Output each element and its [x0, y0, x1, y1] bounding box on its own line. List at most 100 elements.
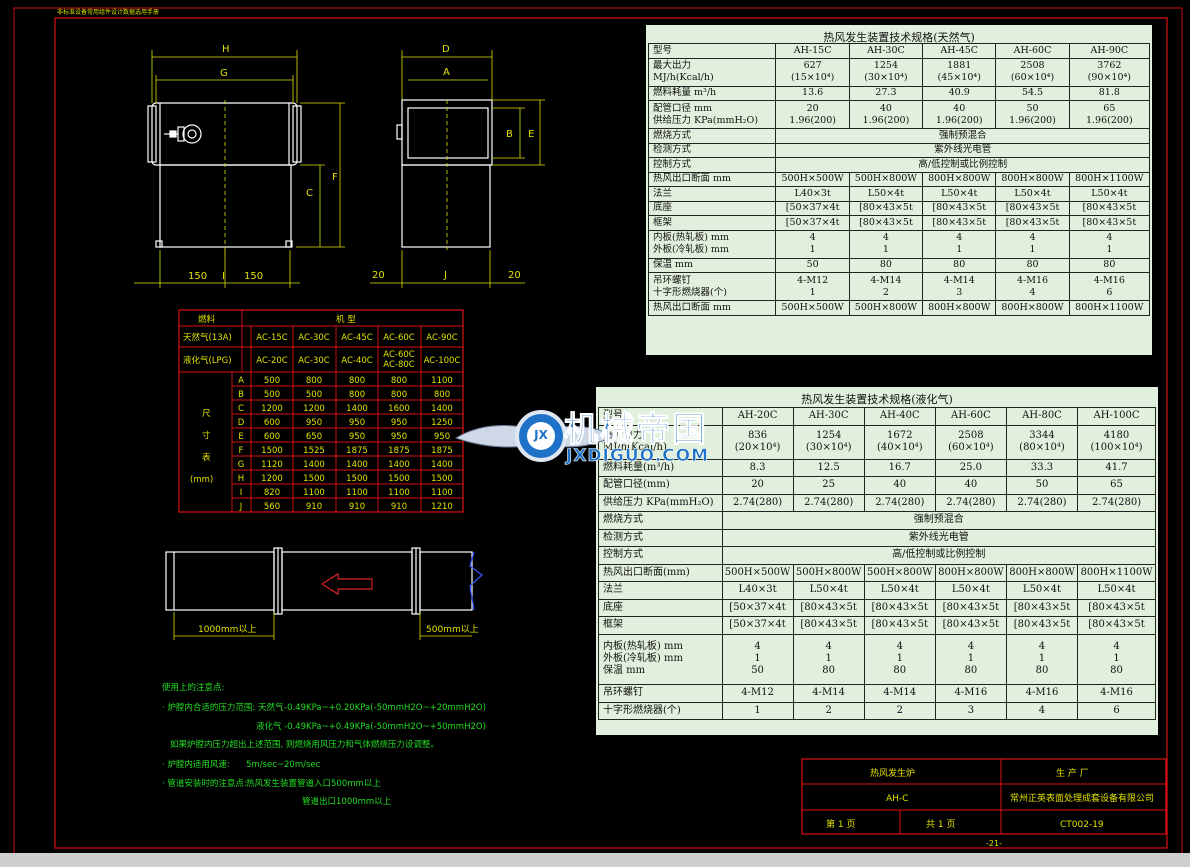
spec-cell: [80×43×5t	[1068, 215, 1151, 231]
spec-cell: 800H×800W	[934, 563, 1007, 582]
spec-cell: 40 1.96(200)	[848, 100, 924, 129]
spec-cell: 4 1 80	[792, 633, 865, 685]
spec-cell: 1672 (40×10⁴)	[863, 424, 936, 460]
note-2a: 液化气	[256, 721, 282, 732]
spec-row-label: 框架	[598, 616, 723, 635]
spec-model-cell: AH-30C	[792, 407, 865, 426]
spec-cell: 4180 (100×10⁴)	[1077, 424, 1156, 460]
title-block: 热风发生炉 AH-C 生 产 厂 常州正英表面处理成套设备有限公司 第 1 页 …	[801, 758, 1167, 835]
dim-table-cell: 560	[264, 502, 280, 512]
spec-cell: 800H×800W	[922, 300, 997, 316]
spec-row-label: 配管口径 mm 供给压力 KPa(mmH₂O)	[647, 100, 777, 129]
spec-cell: 4-M14	[863, 684, 936, 703]
spec-cell: 4-M14 2	[848, 272, 924, 301]
spec-cell: 80	[848, 257, 924, 273]
dim-table-row-key: I	[240, 488, 243, 498]
dim-table-cell: 910	[349, 502, 365, 512]
spec-cell: 80	[995, 257, 1070, 273]
watermark-cn-text: 机械帝国	[564, 410, 708, 451]
spec-cell: L50×4t	[848, 186, 924, 202]
spec-row: 配管口径 mm 供给压力 KPa(mmH₂O)20 1.96(200)40 1.…	[647, 100, 1151, 129]
dim-G: G	[220, 68, 228, 79]
spec-cell: [80×43×5t	[792, 598, 865, 617]
dim-150-right: 150	[244, 271, 263, 282]
dim-table-ng-model: AC-90C	[426, 333, 457, 343]
dim-table-size-label-0: 尺	[202, 409, 211, 419]
spec-model-header: 型号	[647, 43, 777, 59]
spec-cell: [80×43×5t	[848, 215, 924, 231]
dim-table-size-label-1: 寸	[202, 430, 211, 441]
spec-cell: 1254 (30×10⁴)	[848, 57, 924, 87]
dim-table-cell: 1400	[431, 404, 453, 414]
spec-span-value: 紫外线光电管	[721, 528, 1156, 547]
spec-cell: [80×43×5t	[848, 200, 924, 216]
spec-row-label: 热风出口断面(mm)	[598, 563, 723, 582]
side-view	[396, 99, 493, 250]
dim-table-cell: 1500	[303, 474, 325, 484]
spec-cell: 627 (15×10⁴)	[775, 57, 850, 87]
spec-cell: 4-M14 3	[922, 272, 997, 301]
dim-table-cell: 500	[306, 390, 322, 400]
dim-table-lpg-model: AC-80C	[383, 360, 414, 370]
spec-cell: 4 1	[1068, 229, 1151, 259]
spec-cell: 800H×1100W	[1068, 300, 1151, 316]
dim-table-cell: 1100	[303, 488, 325, 498]
spec-cell: 4-M16	[1005, 684, 1079, 703]
spec-cell: 25	[792, 476, 865, 495]
dim-table-cell: 1400	[388, 460, 410, 470]
dim-table-cell: 950	[306, 418, 322, 428]
note-1b: -0.49KPa~+0.20KPa(-50mmH2O~+20mmH2O)	[284, 703, 486, 713]
spec-cell: [50×37×4t	[721, 598, 794, 617]
dim-table-cell: 1875	[388, 446, 410, 456]
spec-cell: 3	[934, 701, 1007, 720]
spec-span-label: 控制方式	[647, 157, 777, 173]
notes-title: 使用上的注意点:	[162, 682, 224, 693]
dim-table-lpg-model: AC-100C	[424, 356, 461, 366]
spec-cell: 54.5	[995, 85, 1070, 101]
spec-model-cell: AH-40C	[863, 407, 936, 426]
spec-row-label: 内板(热轧板) mm 外板(冷轧板) mm	[647, 229, 777, 259]
dim-table-row-key: E	[238, 432, 243, 442]
spec-cell: 40 1.96(200)	[922, 100, 997, 129]
spec-cell: 2.74(280)	[863, 493, 936, 512]
spec-span-label: 检测方式	[647, 142, 777, 158]
spec-cell: 4	[1005, 701, 1079, 720]
spec-cell: [80×43×5t	[863, 598, 936, 617]
spec-cell: 40	[863, 476, 936, 495]
dim-table-ng-model: AC-45C	[341, 333, 372, 343]
spec-cell: [50×37×4t	[775, 215, 850, 231]
spec-cell: 27.3	[848, 85, 924, 101]
spec-cell: 4 1 80	[863, 633, 936, 685]
dim-table-size-label-3: (mm)	[190, 475, 213, 485]
spec-cell: 41.7	[1077, 458, 1156, 477]
spec-cell: 3762 (90×10⁴)	[1068, 57, 1151, 87]
spec-row-label: 法兰	[647, 186, 777, 202]
spec-cell: L50×4t	[863, 581, 936, 600]
dim-table-size-label-2: 表	[202, 452, 211, 463]
spec-cell: 4 1 80	[934, 633, 1007, 685]
duct-drawing	[165, 547, 483, 615]
spec-cell: 500H×800W	[792, 563, 865, 582]
spec-model-cell: AH-15C	[775, 43, 850, 59]
spec-cell: 50	[775, 257, 850, 273]
dim-table-cell: 1200	[303, 404, 325, 414]
dim-table-cell: 950	[349, 432, 365, 442]
spec-span-row: 检测方式紫外线光电管	[598, 528, 1156, 547]
spec-cell: 2	[863, 701, 936, 720]
duct-dims	[173, 612, 472, 640]
front-view	[147, 102, 302, 248]
spec-cell: L50×4t	[792, 581, 865, 600]
dim-table-cell: 800	[349, 376, 365, 386]
spec-cell: 4 1 80	[1005, 633, 1079, 685]
dim-table-cell: 1600	[388, 404, 410, 414]
spec-cell: 25.0	[934, 458, 1007, 477]
dim-table-row-key: J	[239, 502, 243, 512]
spec-cell: 40	[934, 476, 1007, 495]
dim-table-cell: 800	[434, 390, 450, 400]
watermark: JX 机械帝国 JXDIGUO.COM	[446, 398, 746, 470]
spec-cell: 4 1	[922, 229, 997, 259]
